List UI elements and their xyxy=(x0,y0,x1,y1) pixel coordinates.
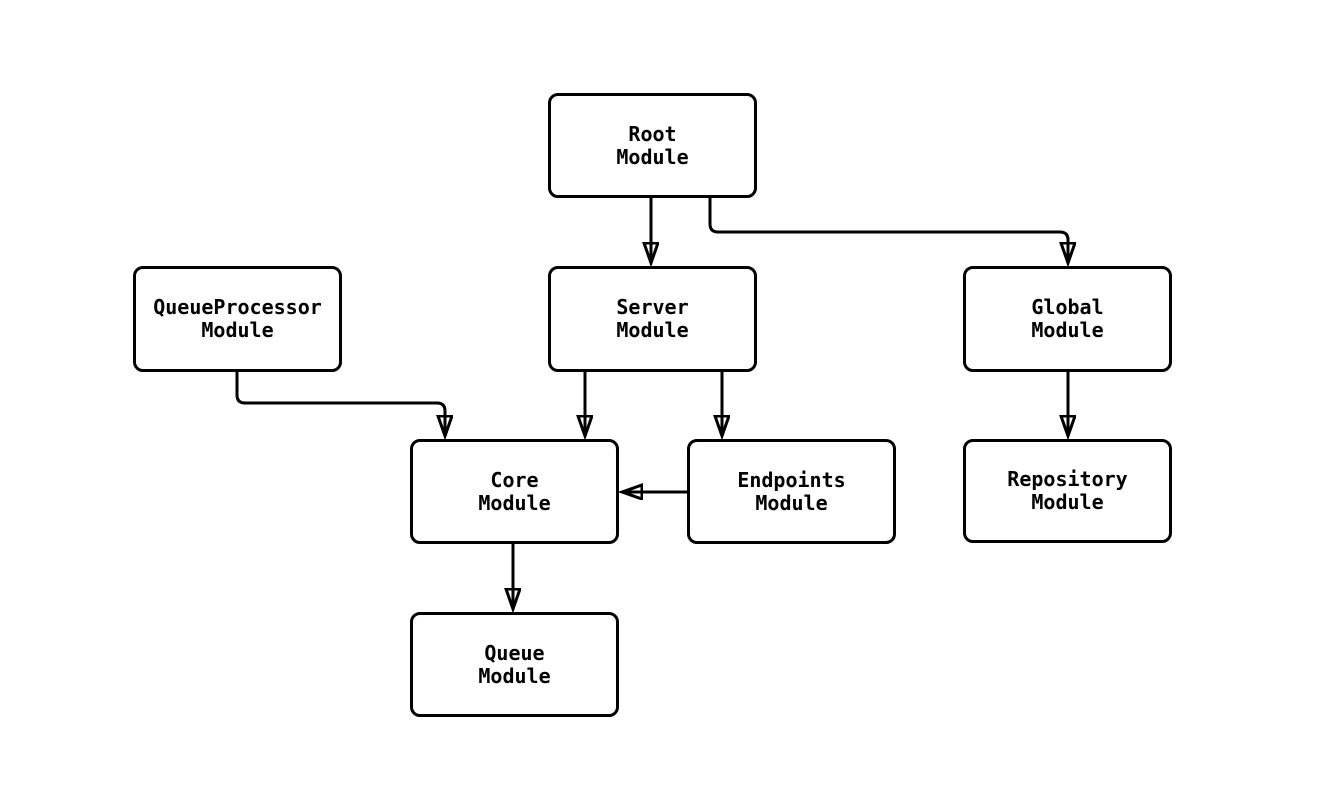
node-queueprocessor-module-label: QueueProcessor Module xyxy=(153,295,322,342)
node-server-module: Server Module xyxy=(548,266,757,372)
node-global-module: Global Module xyxy=(963,266,1172,372)
node-queue-module: Queue Module xyxy=(410,612,619,717)
node-root-module-label: Root Module xyxy=(616,121,689,169)
node-repository-module-label: Repository Module xyxy=(1007,467,1128,514)
node-endpoints-module: Endpoints Module xyxy=(687,439,896,544)
node-queueprocessor-module: QueueProcessor Module xyxy=(133,266,342,372)
edge-queueprocessor-core xyxy=(235,372,445,435)
node-core-module-label: Core Module xyxy=(478,467,551,515)
node-endpoints-module-label: Endpoints Module xyxy=(737,467,846,515)
node-queue-module-label: Queue Module xyxy=(478,640,551,688)
node-root-module: Root Module xyxy=(548,93,757,198)
node-core-module: Core Module xyxy=(410,439,619,544)
node-global-module-label: Global Module xyxy=(1031,295,1104,342)
node-repository-module: Repository Module xyxy=(963,439,1172,543)
edge-root-global xyxy=(708,198,1068,262)
node-server-module-label: Server Module xyxy=(616,295,689,342)
